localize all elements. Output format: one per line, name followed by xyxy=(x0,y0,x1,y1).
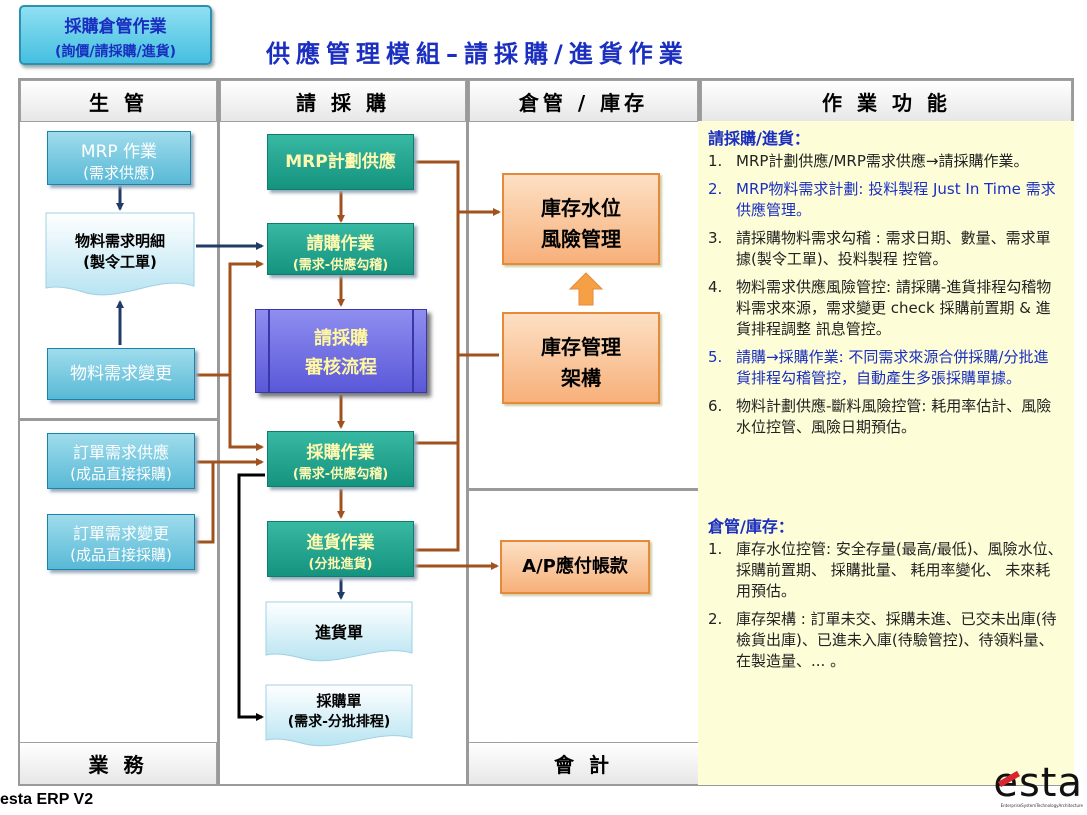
box-mrp-plan: MRP計劃供應 xyxy=(267,134,414,190)
function-item-text: 庫存架構 : 訂單未交、採購未進、已交未出庫(待檢貨出庫)、已進未入庫(待驗管控… xyxy=(736,610,1057,670)
box-order-change: 訂單需求變更 (成品直接採購) xyxy=(47,514,195,570)
logo-tagline: EnterpriseSystemTechnologyArchitecture xyxy=(1000,803,1083,808)
structure-line1: 庫存管理 xyxy=(541,335,621,359)
arrow-purchase-to-po xyxy=(237,473,265,721)
order-supply-line1: 訂單需求供應 xyxy=(72,443,169,462)
doc-material-detail: 物料需求明細 (製令工單) xyxy=(45,212,195,298)
structure-line2: 架構 xyxy=(561,366,601,390)
review-line2: 審核流程 xyxy=(305,357,377,378)
box-request: 請購作業 (需求-供應勾稽) xyxy=(267,223,414,275)
review-bar-left xyxy=(268,310,270,392)
logo-wordmark: esta xyxy=(993,760,1083,806)
function-item-number: 5. xyxy=(708,348,723,366)
function-item: 1. MRP計劃供應/MRP需求供應→請採購作業。 xyxy=(708,151,1063,172)
order-change-line2: (成品直接採購) xyxy=(70,546,172,564)
function-item-number: 2. xyxy=(708,610,723,628)
function-item-text: 請購→採購作業: 不同需求來源合併採購/分批進貨排程勾稽管控，自動產生多張採購單… xyxy=(736,348,1049,387)
function-item-number: 1. xyxy=(708,540,723,558)
divider xyxy=(217,80,220,786)
box-inventory-structure: 庫存管理 架構 xyxy=(502,312,660,404)
box-mrp-line2: (需求供應) xyxy=(83,164,155,182)
page-title: 供應管理模組–請採購/進貨作業 xyxy=(266,40,689,68)
order-supply-line2: (成品直接採購) xyxy=(70,465,172,483)
function-item-text: 庫存水位控管: 安全存量(最高/最低)、風險水位、採購前置期、 採購批量、 耗用… xyxy=(736,540,1063,600)
risk-line2: 風險管理 xyxy=(541,227,621,251)
badge-line2: (詢價/請採購/進貨) xyxy=(54,44,177,60)
esta-logo: esta EnterpriseSystemTechnologyArchitect… xyxy=(968,760,1083,814)
function-item-number: 2. xyxy=(708,180,723,198)
doc-receiving: 進貨單 xyxy=(265,601,413,663)
function-item-text: 請採購物料需求勾稽 : 需求日期、數量、需求單據(製令工單)、投料製程 控管。 xyxy=(736,229,1051,268)
box-accounts-payable: A/P應付帳款 xyxy=(500,540,650,594)
receiving-doc-label: 進貨單 xyxy=(314,623,363,642)
section2-title: 倉管/庫存： xyxy=(708,517,794,536)
header-production: 生 管 xyxy=(20,80,217,122)
material-detail-line2: (製令工單) xyxy=(83,253,157,271)
receiving-line2: (分批進貨) xyxy=(308,557,373,572)
divider xyxy=(20,418,217,421)
footer-accounting: 會 計 xyxy=(469,742,698,784)
section1-title: 請採購/進貨： xyxy=(708,129,810,148)
module-badge: 採購倉管作業 (詢價/請採購/進貨) xyxy=(19,5,212,65)
divider xyxy=(466,80,469,786)
function-item: 5. 請購→採購作業: 不同需求來源合併採購/分批進貨排程勾稽管控，自動產生多張採… xyxy=(708,347,1063,389)
arrow-order-change-to-purchase xyxy=(196,462,215,544)
function-panel: 請採購/進貨： 1. MRP計劃供應/MRP需求供應→請採購作業。 2. MRP物料需… xyxy=(698,121,1074,785)
receiving-line1: 進貨作業 xyxy=(306,533,375,553)
po-doc-line2: (需求-分批排程) xyxy=(287,714,391,730)
box-inventory-risk: 庫存水位 風險管理 xyxy=(502,173,660,265)
function-item: 3. 請採購物料需求勾稽 : 需求日期、數量、需求單據(製令工單)、投料製程 控管… xyxy=(708,228,1063,270)
header-purchase: 請 採 購 xyxy=(220,80,466,122)
box-receiving: 進貨作業 (分批進貨) xyxy=(267,521,414,577)
box-mrp: MRP 作業 (需求供應) xyxy=(47,131,191,185)
function-item-number: 6. xyxy=(708,397,723,415)
section1-list: 1. MRP計劃供應/MRP需求供應→請採購作業。 2. MRP物料需求計劃: 投料製… xyxy=(708,151,1063,445)
material-detail-line1: 物料需求明細 xyxy=(74,232,165,250)
function-item-number: 3. xyxy=(708,229,723,247)
function-item: 1. 庫存水位控管: 安全存量(最高/最低)、風險水位、採購前置期、 採購批量、 … xyxy=(708,539,1063,602)
arrow-change-to-purchase xyxy=(228,375,264,451)
function-item: 4. 物料需求供應風險管控: 請採購-進貨排程勾稽物料需求來源，需求變更 chec… xyxy=(708,277,1063,340)
divider xyxy=(469,488,698,491)
purchase-line2: (需求-供應勾稽) xyxy=(292,467,389,482)
order-change-line1: 訂單需求變更 xyxy=(72,524,169,543)
box-mrp-line1: MRP 作業 xyxy=(80,142,158,162)
po-doc-line1: 採購單 xyxy=(316,692,362,710)
request-line2: (需求-供應勾稽) xyxy=(292,258,389,273)
review-bar-right xyxy=(412,310,414,392)
footer-sales: 業 務 xyxy=(20,742,217,784)
box-purchase: 採購作業 (需求-供應勾稽) xyxy=(267,431,414,487)
review-line1: 請採購 xyxy=(314,328,368,349)
function-item-text: 物料需求供應風險管控: 請採購-進貨排程勾稽物料需求來源，需求變更 check … xyxy=(736,278,1052,338)
function-item: 2. MRP物料需求計劃: 投料製程 Just In Time 需求供應管理。 xyxy=(708,179,1063,221)
request-line1: 請購作業 xyxy=(306,234,375,254)
function-item-text: MRP計劃供應/MRP需求供應→請採購作業。 xyxy=(736,152,1029,170)
function-item: 2. 庫存架構 : 訂單未交、採購未進、已交未出庫(待檢貨出庫)、已進未入庫(待驗… xyxy=(708,609,1063,672)
function-item-number: 1. xyxy=(708,152,723,170)
function-item-text: MRP物料需求計劃: 投料製程 Just In Time 需求供應管理。 xyxy=(736,180,1056,219)
product-version: esta ERP V2 xyxy=(0,791,94,808)
function-item-number: 4. xyxy=(708,278,723,296)
purchase-line1: 採購作業 xyxy=(306,443,375,463)
section2-list: 1. 庫存水位控管: 安全存量(最高/最低)、風險水位、採購前置期、 採購批量、 … xyxy=(708,539,1063,679)
box-order-supply: 訂單需求供應 (成品直接採購) xyxy=(47,433,195,489)
function-item-text: 物料計劃供應-斷料風險控管: 耗用率估計、風險水位控管、風險日期預估。 xyxy=(736,397,1052,436)
up-arrow-icon xyxy=(568,272,604,306)
header-warehouse: 倉管 / 庫存 xyxy=(469,80,698,122)
function-item: 6. 物料計劃供應-斷料風險控管: 耗用率估計、風險水位控管、風險日期預估。 xyxy=(708,396,1063,438)
badge-line1: 採購倉管作業 xyxy=(64,17,167,37)
arrow-change-to-request xyxy=(196,260,264,377)
doc-purchase-order: 採購單 (需求-分批排程) xyxy=(265,684,413,748)
risk-line1: 庫存水位 xyxy=(541,196,621,220)
box-material-change: 物料需求變更 xyxy=(47,348,195,400)
box-review: 請採購 審核流程 xyxy=(255,309,427,393)
